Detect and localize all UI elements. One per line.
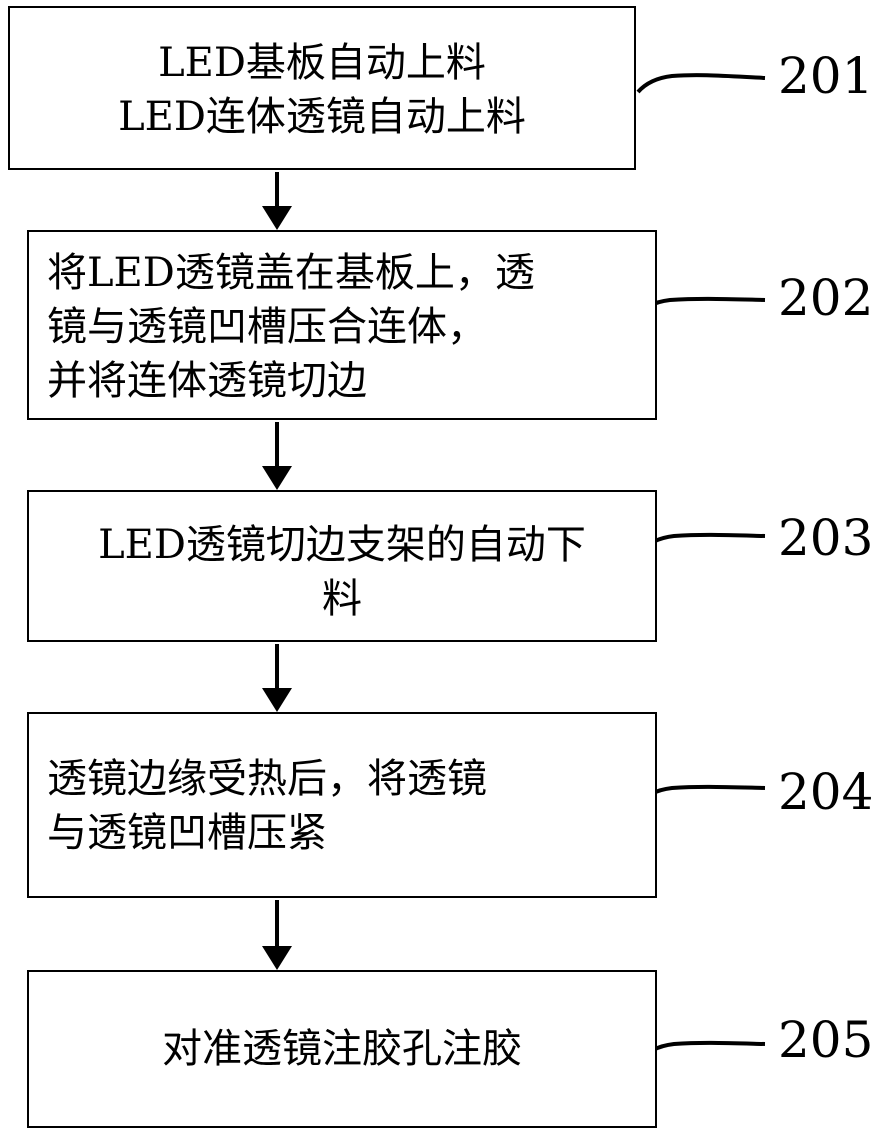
arrow-204-to-205: [262, 900, 292, 970]
step-202-line-3: 并将连体透镜切边: [47, 358, 367, 404]
arrow-202-to-203: [262, 422, 292, 490]
step-201-line-2: LED连体透镜自动上料: [118, 94, 526, 140]
leader-line-205: [638, 1040, 766, 1064]
step-202-line-2: 镜与透镜凹槽压合连体，: [47, 304, 487, 350]
arrow-201-to-202: [262, 172, 292, 230]
step-box-201: LED基板自动上料 LED连体透镜自动上料: [8, 6, 636, 170]
step-number-203: 203: [778, 509, 872, 567]
step-box-203: LED透镜切边支架的自动下 料: [27, 490, 657, 642]
step-number-205: 205: [778, 1011, 872, 1069]
arrow-203-to-204: [262, 644, 292, 712]
step-204-line-1: 透镜边缘受热后，将透镜: [47, 756, 487, 802]
step-box-202: 将LED透镜盖在基板上，透 镜与透镜凹槽压合连体， 并将连体透镜切边: [27, 230, 657, 420]
step-203-line-2: 料: [322, 576, 362, 622]
step-number-201: 201: [778, 47, 872, 105]
leader-line-203: [638, 532, 766, 554]
step-204-line-2: 与透镜凹槽压紧: [47, 810, 327, 856]
step-205-line-1: 对准透镜注胶孔注胶: [162, 1026, 522, 1072]
step-number-202: 202: [778, 269, 872, 327]
step-203-line-1: LED透镜切边支架的自动下: [98, 522, 586, 568]
step-201-line-1: LED基板自动上料: [158, 40, 486, 86]
step-box-205: 对准透镜注胶孔注胶: [27, 970, 657, 1128]
step-box-204: 透镜边缘受热后，将透镜 与透镜凹槽压紧: [27, 712, 657, 898]
step-number-204: 204: [778, 763, 872, 821]
leader-line-204: [636, 784, 766, 808]
step-202-line-1: 将LED透镜盖在基板上，透: [47, 250, 535, 296]
leader-line-201: [636, 73, 766, 94]
